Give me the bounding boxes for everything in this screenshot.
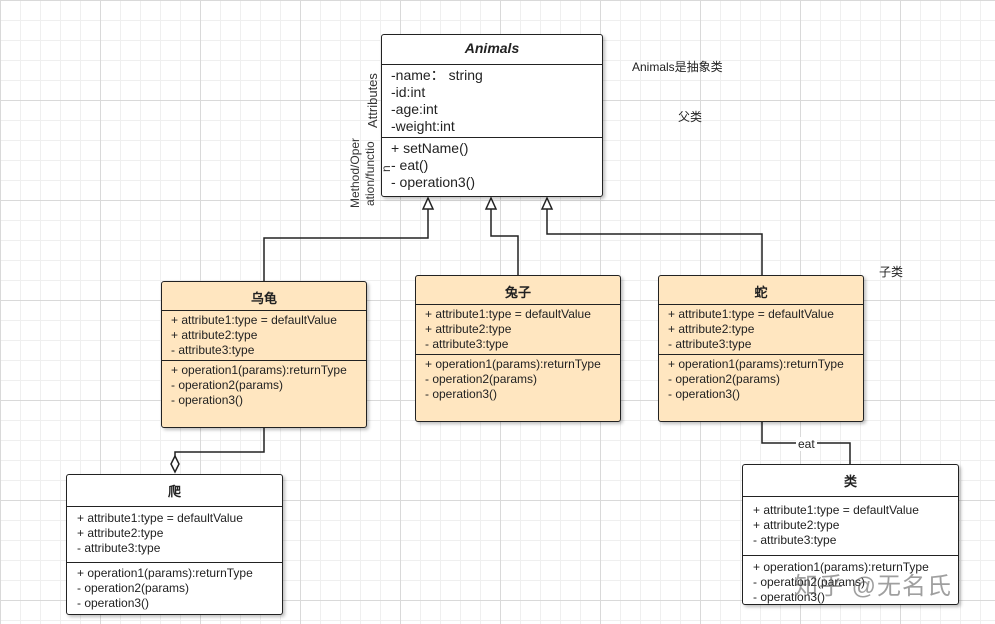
snake-inherit-arrowhead (540, 196, 554, 210)
animals-methods: + setName() - eat() - operation3() (382, 137, 602, 193)
turtle-method: + operation1(params):returnType (171, 363, 347, 377)
crawl-aggregation-diamond (170, 454, 180, 474)
method-side-label-2: ation/functio (363, 141, 377, 206)
rabbit-class[interactable]: 兔子 + attribute1:type = defaultValue + at… (415, 275, 621, 422)
rabbit-method: - operation2(params) (425, 372, 538, 386)
crawl-attribute: - attribute3:type (77, 541, 161, 555)
snake-attribute: + attribute1:type = defaultValue (668, 307, 834, 321)
animals-attribute: -weight:int (391, 118, 455, 134)
turtle-attributes: + attribute1:type = defaultValue + attri… (162, 310, 366, 360)
child-note: 子类 (879, 265, 904, 279)
snake-attributes: + attribute1:type = defaultValue + attri… (659, 304, 863, 354)
dung-method: + operation1(params):returnType (753, 560, 929, 574)
animals-class[interactable]: Animals -name： string -id:int -age:int -… (381, 34, 603, 197)
turtle-methods: + operation1(params):returnType - operat… (162, 360, 366, 410)
animals-attribute: -id:int (391, 84, 426, 100)
watermark: 知乎 @无名氏 (794, 573, 953, 600)
crawl-class[interactable]: 爬 + attribute1:type = defaultValue + att… (66, 474, 283, 615)
dung-attributes: + attribute1:type = defaultValue + attri… (743, 496, 958, 555)
snake-method: + operation1(params):returnType (668, 357, 844, 371)
parent-note: 父类 (678, 110, 703, 124)
crawl-method: + operation1(params):returnType (77, 566, 253, 580)
rabbit-methods: + operation1(params):returnType - operat… (416, 354, 620, 404)
animals-method: - operation3() (391, 174, 476, 190)
eat-association-label: eat (796, 437, 817, 451)
turtle-class-title: 乌龟 (250, 291, 277, 306)
animals-attribute: -name： string (391, 67, 483, 83)
crawl-aggregation-line (174, 428, 265, 458)
dung-methods: + operation1(params):returnType - operat… (743, 555, 958, 604)
snake-attribute: + attribute2:type (668, 322, 755, 336)
turtle-inherit-arrowhead (421, 196, 435, 210)
rabbit-inherit-line (490, 208, 519, 276)
rabbit-class-title: 兔子 (504, 285, 531, 300)
dung-attribute: - attribute3:type (753, 533, 837, 547)
turtle-class[interactable]: 乌龟 + attribute1:type = defaultValue + at… (161, 281, 367, 428)
crawl-class-title: 爬 (167, 484, 181, 499)
crawl-attribute: + attribute2:type (77, 526, 164, 540)
turtle-attribute: + attribute2:type (171, 328, 258, 342)
rabbit-inherit-arrowhead (484, 196, 498, 210)
animals-method: + setName() (391, 140, 469, 156)
turtle-attribute: - attribute3:type (171, 343, 255, 357)
snake-method: - operation2(params) (668, 372, 781, 386)
rabbit-attributes: + attribute1:type = defaultValue + attri… (416, 304, 620, 354)
method-side-label-3: n (379, 165, 393, 172)
crawl-attribute: + attribute1:type = defaultValue (77, 511, 243, 525)
crawl-methods: + operation1(params):returnType - operat… (67, 562, 282, 614)
rabbit-attribute: + attribute2:type (425, 322, 512, 336)
crawl-method: - operation3() (77, 596, 150, 610)
animals-attributes: -name： string -id:int -age:int -weight:i… (382, 64, 602, 137)
animals-attribute: -age:int (391, 101, 438, 117)
crawl-method: - operation2(params) (77, 581, 190, 595)
rabbit-attribute: + attribute1:type = defaultValue (425, 307, 591, 321)
rabbit-method: - operation3() (425, 387, 498, 401)
turtle-method: - operation2(params) (171, 378, 284, 392)
turtle-method: - operation3() (171, 393, 244, 407)
rabbit-method: + operation1(params):returnType (425, 357, 601, 371)
animals-method: - eat() (391, 157, 429, 173)
rabbit-attribute: - attribute3:type (425, 337, 509, 351)
snake-attribute: - attribute3:type (668, 337, 752, 351)
turtle-inherit-line (263, 208, 429, 282)
snake-methods: + operation1(params):returnType - operat… (659, 354, 863, 404)
snake-class-title: 蛇 (754, 285, 768, 300)
dung-attribute: + attribute2:type (753, 518, 840, 532)
abstract-note: Animals是抽象类 (632, 60, 723, 74)
dung-class-title: 类 (843, 474, 857, 489)
snake-method: - operation3() (668, 387, 741, 401)
dung-attribute: + attribute1:type = defaultValue (753, 503, 919, 517)
dung-method: - operation2(params) (753, 575, 866, 589)
snake-inherit-line (546, 208, 763, 276)
crawl-attributes: + attribute1:type = defaultValue + attri… (67, 506, 282, 562)
method-side-label-1: Method/Oper (348, 137, 362, 208)
snake-class[interactable]: 蛇 + attribute1:type = defaultValue + att… (658, 275, 864, 422)
turtle-attribute: + attribute1:type = defaultValue (171, 313, 337, 327)
animals-class-title: Animals (464, 40, 520, 56)
dung-method: - operation3() (753, 590, 826, 604)
dung-class[interactable]: 类 + attribute1:type = defaultValue + att… (742, 464, 959, 605)
attributes-side-label: Attributes (365, 73, 380, 128)
